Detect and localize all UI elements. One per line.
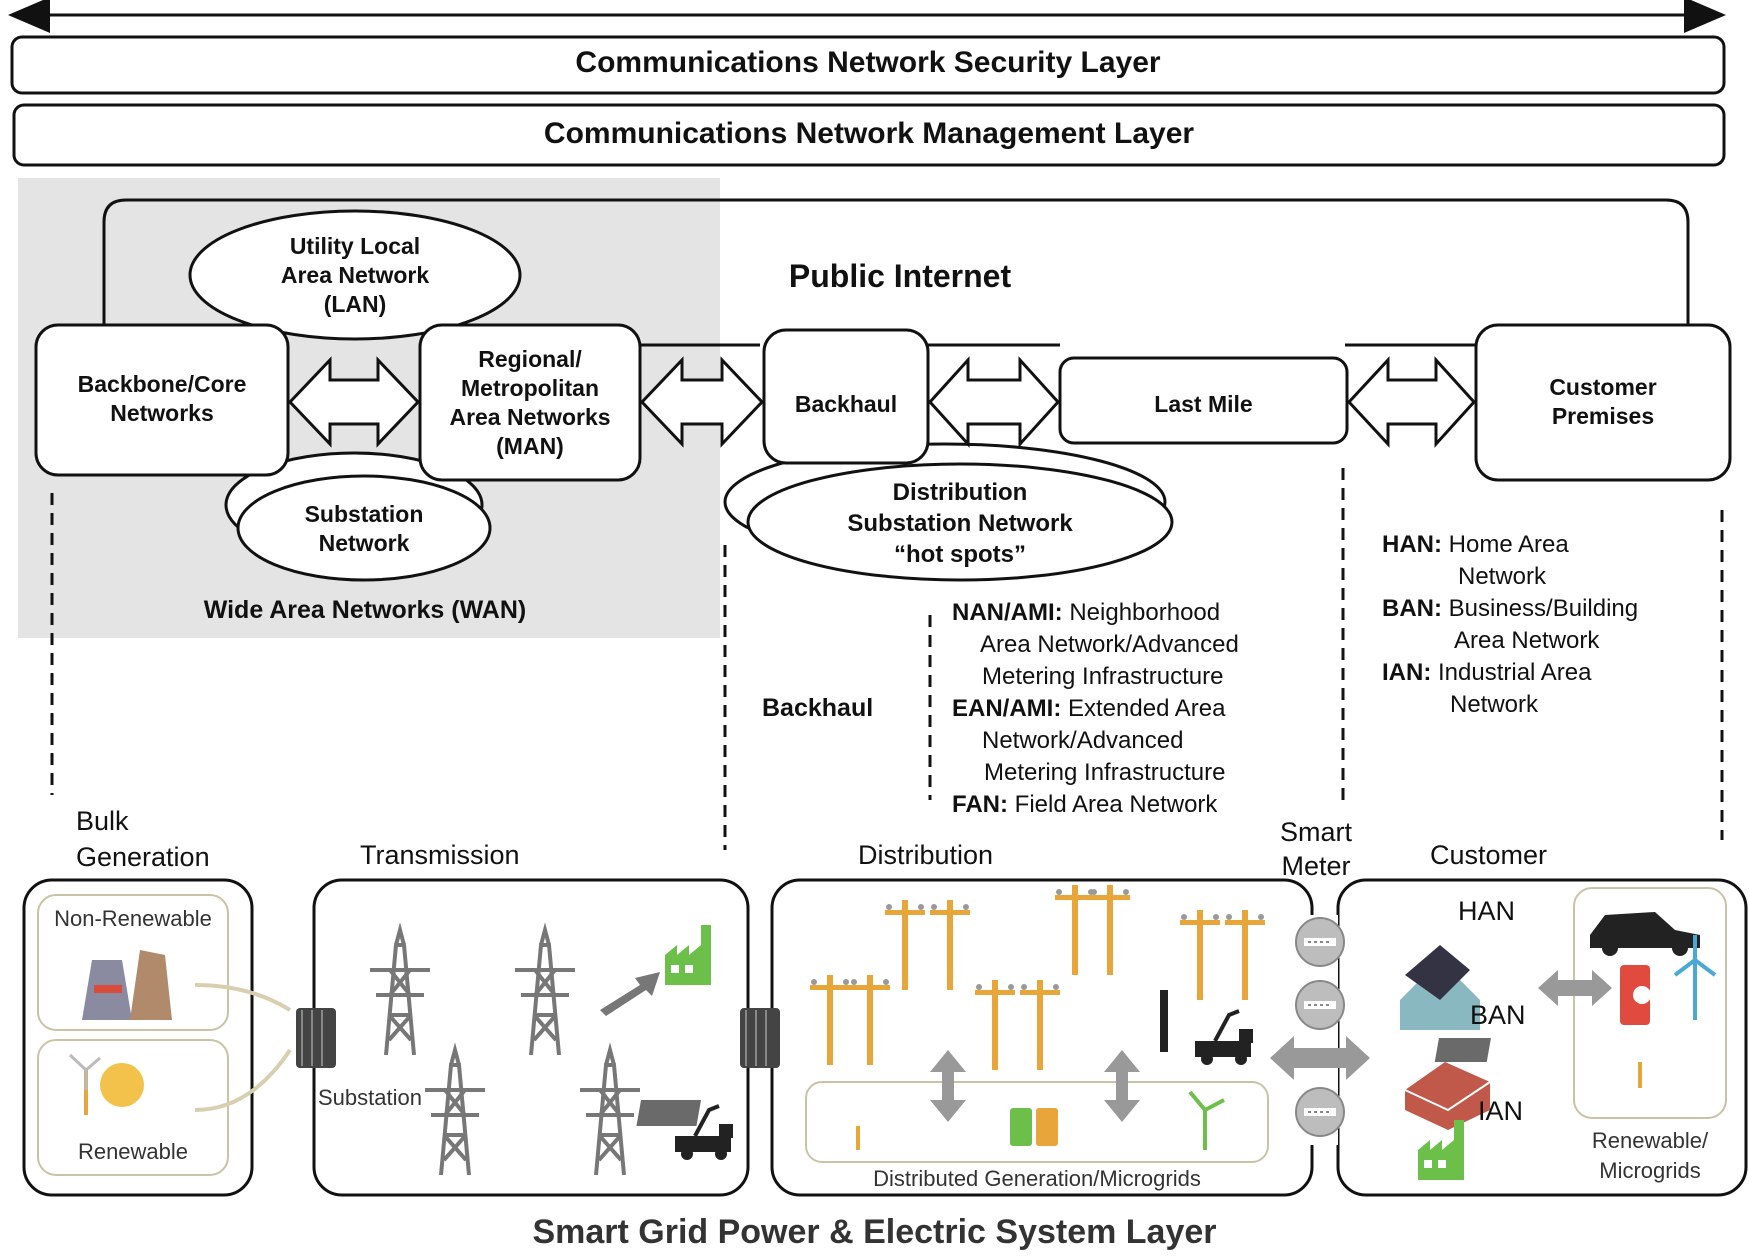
management-layer-box [12, 103, 1726, 167]
nan-ami-definition: NAN/AMI: Neighborhood Area Network/Advan… [952, 599, 1239, 818]
utility-lan-ellipse [188, 209, 522, 341]
backhaul-mid-label: Backhaul [762, 694, 874, 722]
renewable-microgrids-label: Renewable/Microgrids [1591, 1128, 1709, 1183]
battery-icon [1010, 1108, 1058, 1146]
building-icon [1404, 1062, 1491, 1130]
last-mile-label: Last Mile [1154, 391, 1253, 417]
wind-turbine-icon [1188, 1090, 1225, 1150]
wind-turbine-icon [1673, 935, 1717, 1020]
arrow-backhaul-lastmile [927, 356, 1061, 448]
wan-label: Wide Area Networks (WAN) [203, 596, 527, 624]
customer-label: Customer [1430, 840, 1548, 870]
backhaul-node-label: Backhaul [794, 391, 898, 417]
charger-icon [1620, 965, 1651, 1025]
backbone-box [34, 323, 290, 477]
security-layer-title: Communications Network Security Layer [575, 46, 1161, 79]
substation-label: Substation [318, 1085, 422, 1110]
power-plant-icon [82, 950, 172, 1020]
backhaul-box [762, 328, 930, 465]
solar-panel-icon [1434, 1038, 1642, 1088]
han-tag: HAN [1458, 896, 1516, 926]
han-ban-ian-definitions: HAN: Home Area Network BAN: Business/Bui… [1382, 531, 1639, 718]
smart-meter-icon [1295, 1087, 1345, 1137]
ban-tag: BAN [1470, 1000, 1526, 1030]
arrow-backbone-regional [287, 356, 421, 448]
security-layer-box [10, 35, 1726, 95]
substation-network-ellipse [236, 474, 492, 582]
last-mile-box [1058, 356, 1349, 445]
public-internet-label: Public Internet [788, 258, 1012, 294]
non-renewable-label: Non-Renewable [54, 906, 212, 931]
arrow-lastmile-customer [1346, 356, 1477, 448]
distributed-generation-label: Distributed Generation/Microgrids [873, 1166, 1201, 1191]
customer-premises-box [1474, 323, 1732, 482]
regional-box [418, 323, 642, 482]
regional-label: Regional/Metropolitan Area Networks(MAN) [449, 346, 611, 459]
public-internet-frame [102, 198, 1690, 325]
distribution-label: Distribution [858, 840, 994, 870]
power-system-layer-title: Smart Grid Power & Electric System Layer [532, 1213, 1217, 1251]
smart-meter-icon [1295, 917, 1345, 967]
transformer-icon [740, 1008, 780, 1068]
transformer-icon [296, 1008, 336, 1068]
house-icon [1400, 945, 1480, 1030]
renewable-label: Renewable [77, 1139, 189, 1164]
wind-solar-icon [68, 1053, 144, 1115]
solar-panel-icon [636, 1100, 860, 1150]
distribution-substation-ellipse [746, 462, 1174, 582]
management-layer-title: Communications Network Management Layer [543, 117, 1195, 150]
electric-car-icon [1590, 912, 1700, 956]
smart-meter-icon [1295, 980, 1345, 1030]
arrow-regional-backhaul [639, 356, 765, 448]
transmission-label: Transmission [360, 840, 520, 870]
ian-tag: IAN [1478, 1096, 1524, 1126]
